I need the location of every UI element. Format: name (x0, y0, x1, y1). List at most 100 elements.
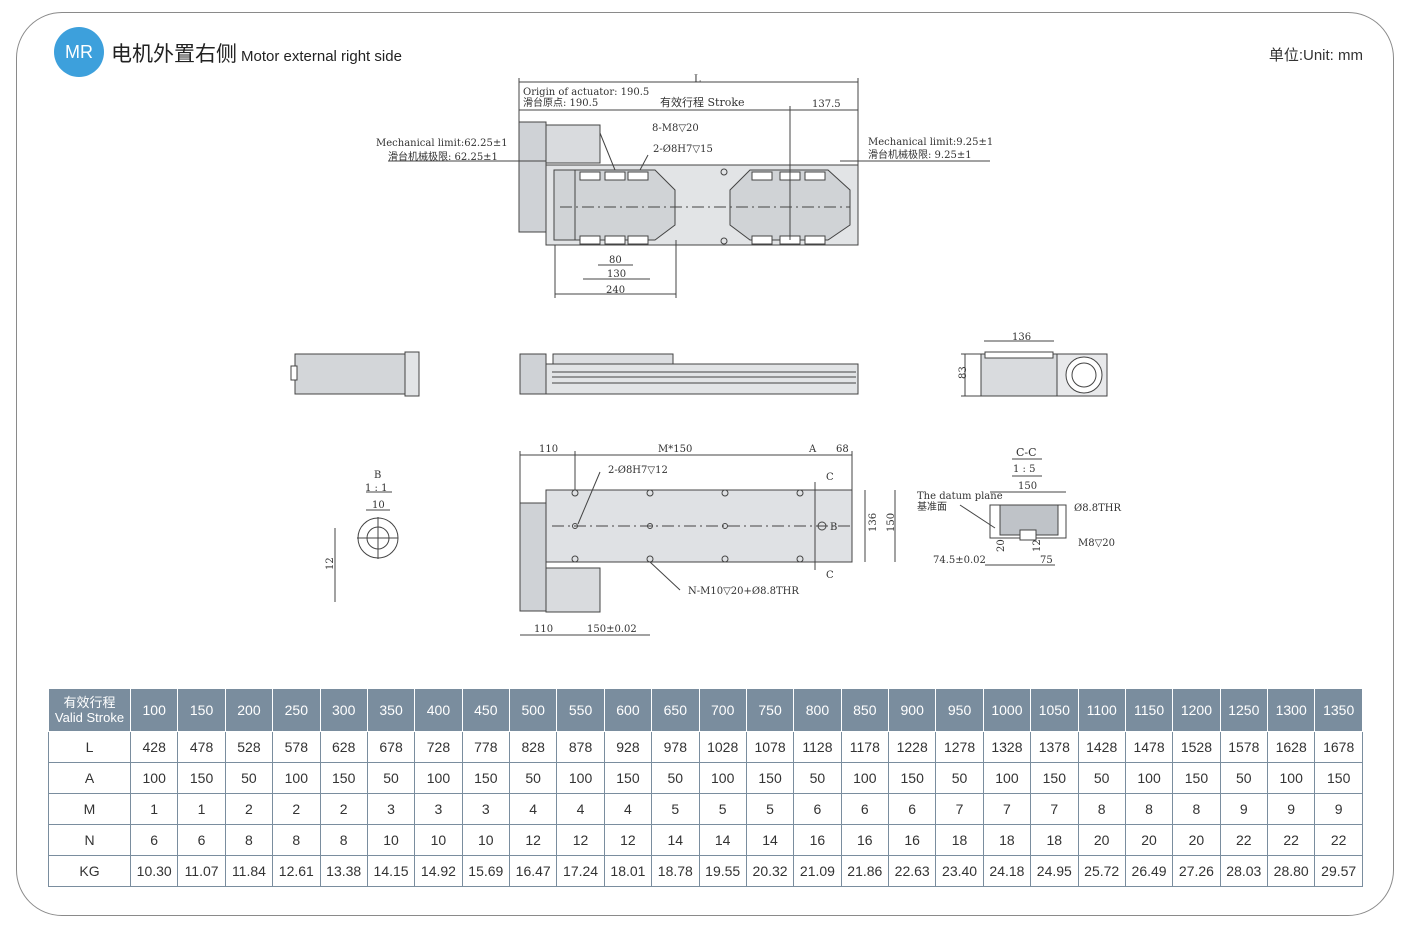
table-cell: 5 (745, 793, 795, 825)
stroke-header: 200 (224, 688, 274, 732)
table-cell: 3 (366, 793, 416, 825)
table-cell: 28.03 (1219, 855, 1269, 887)
stroke-header: 1350 (1314, 688, 1363, 732)
table-cell: 18.78 (651, 855, 700, 887)
table-cell: 50 (1077, 762, 1126, 794)
table-cell: 150 (1172, 762, 1221, 794)
dim-240: 240 (606, 285, 625, 296)
table-cell: 14 (651, 824, 700, 856)
table-cell: 9 (1219, 793, 1269, 825)
section-dim-75: 75 (1040, 555, 1053, 566)
table-cell: 150 (1030, 762, 1079, 794)
stroke-header: 1000 (982, 688, 1032, 732)
dim-A: A (808, 444, 817, 455)
table-cell: 8 (1077, 793, 1126, 825)
table-cell: 878 (556, 731, 605, 763)
section-dim-20: 20 (996, 539, 1007, 552)
table-cell: 1 (177, 793, 226, 825)
stroke-header: 700 (698, 688, 747, 732)
table-cell: 14 (745, 824, 795, 856)
table-cell: 9 (1314, 793, 1363, 825)
table-cell: 1578 (1219, 731, 1269, 763)
table-cell: 578 (272, 731, 321, 763)
table-cell: 1028 (698, 731, 747, 763)
stroke-header: 750 (745, 688, 795, 732)
table-cell: 22 (1314, 824, 1363, 856)
table-cell: 1328 (982, 731, 1032, 763)
table-cell: 12 (508, 824, 558, 856)
table-cell: 1678 (1314, 731, 1363, 763)
datum-cn: 基准面 (917, 500, 947, 513)
table-cell: 12.61 (272, 855, 321, 887)
table-cell: 150 (603, 762, 653, 794)
origin-en: Origin of actuator: 190.5 (523, 87, 649, 98)
table-cell: 150 (177, 762, 226, 794)
table-cell: 828 (508, 731, 558, 763)
stroke-header: 400 (414, 688, 463, 732)
dim-68: 68 (836, 444, 849, 455)
table-cell: 1178 (840, 731, 890, 763)
table-cell: 1228 (887, 731, 937, 763)
section-dim-12: 12 (1032, 539, 1043, 552)
table-cell: 978 (651, 731, 700, 763)
stroke-label: 有效行程 Stroke (660, 95, 745, 109)
table-cell: 8 (224, 824, 274, 856)
table-cell: 20 (1124, 824, 1174, 856)
dim-83: 83 (958, 366, 969, 379)
table-cell: 50 (651, 762, 700, 794)
table-cell: 11.07 (177, 855, 226, 887)
dim-136-bottom: 136 (868, 513, 879, 532)
m8-note: 8-M8▽20 (652, 123, 699, 134)
dim-m150: M*150 (658, 444, 692, 455)
table-cell: 10.30 (129, 855, 179, 887)
table-cell: 12 (556, 824, 605, 856)
table-cell: 100 (414, 762, 463, 794)
table-cell: 22 (1219, 824, 1269, 856)
table-cell: 21.86 (840, 855, 890, 887)
table-cell: 50 (224, 762, 274, 794)
left-end-view (290, 351, 420, 397)
table-cell: 18 (935, 824, 984, 856)
dim-110-top: 110 (539, 444, 558, 455)
table-cell: 16 (793, 824, 842, 856)
table-cell: 50 (366, 762, 416, 794)
section-label: C-C (1016, 446, 1037, 459)
table-cell: 100 (129, 762, 179, 794)
section-dim-150: 150 (1018, 481, 1037, 492)
dim-L: L (694, 74, 701, 85)
table-cell: 7 (935, 793, 984, 825)
detail-b-label: B (374, 470, 381, 481)
stroke-header: 650 (651, 688, 700, 732)
nm10-note: N-M10▽20+Ø8.8THR (688, 586, 799, 597)
table-cell: 428 (129, 731, 179, 763)
table-cell: 22.63 (887, 855, 937, 887)
page-frame (16, 12, 1394, 916)
table-cell: 1478 (1124, 731, 1174, 763)
stroke-header: 950 (935, 688, 984, 732)
dim-150-bottom: 150 (886, 513, 897, 532)
table-cell: 18 (982, 824, 1032, 856)
stroke-header: 800 (793, 688, 842, 732)
stroke-header: 450 (461, 688, 511, 732)
hole-note-bottom: 2-Ø8H7▽12 (608, 465, 668, 476)
table-cell: 3 (461, 793, 511, 825)
table-cell: 10 (461, 824, 511, 856)
row-label: A (48, 762, 131, 794)
table-cell: 10 (366, 824, 416, 856)
table-cell: 528 (224, 731, 274, 763)
table-cell: 50 (1219, 762, 1269, 794)
table-cell: 20 (1077, 824, 1126, 856)
table-cell: 1278 (935, 731, 984, 763)
table-cell: 100 (272, 762, 321, 794)
dim-80: 80 (609, 255, 622, 266)
stroke-header: 300 (319, 688, 368, 732)
row-label: KG (48, 855, 131, 887)
table-cell: 18 (1030, 824, 1079, 856)
stroke-header: 150 (177, 688, 226, 732)
dim-136-end: 136 (1012, 332, 1031, 343)
stroke-header: 600 (603, 688, 653, 732)
table-cell: 100 (698, 762, 747, 794)
